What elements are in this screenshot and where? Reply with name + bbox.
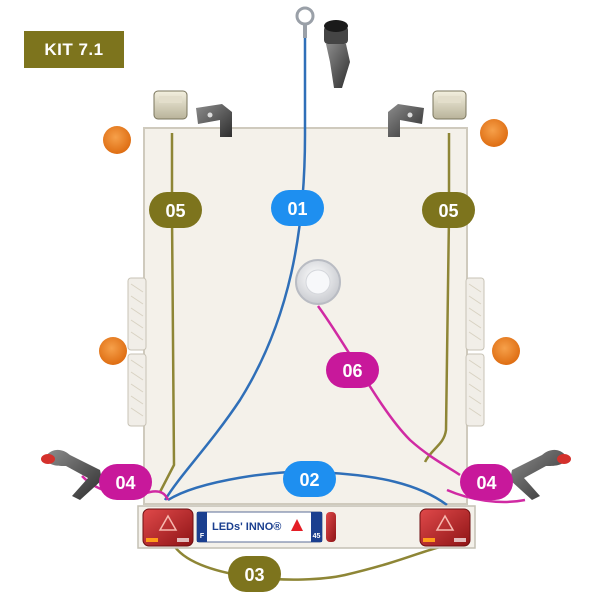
side-marker-lamp-icon bbox=[41, 449, 102, 500]
label-04-left: 04 bbox=[99, 464, 152, 500]
cable-04-right bbox=[446, 488, 526, 504]
cable-05-right bbox=[423, 133, 451, 463]
svg-text:06: 06 bbox=[342, 361, 362, 381]
mounting-bracket-icon bbox=[196, 104, 232, 137]
plate-lamp-icon bbox=[153, 90, 188, 120]
orange-reflector-icon bbox=[103, 126, 131, 154]
svg-text:01: 01 bbox=[287, 199, 307, 219]
plate-lamp-icon bbox=[432, 90, 467, 120]
svg-text:02: 02 bbox=[299, 470, 319, 490]
red-marker-lamp bbox=[326, 512, 336, 542]
plug-connector-icon bbox=[324, 20, 350, 88]
side-marker-lamp-icon bbox=[510, 449, 571, 500]
label-05-left: 05 bbox=[149, 192, 202, 228]
label-05-right: 05 bbox=[422, 192, 475, 228]
svg-text:04: 04 bbox=[115, 473, 135, 493]
orange-reflector-icon bbox=[99, 337, 127, 365]
label-04-right: 04 bbox=[460, 464, 513, 500]
orange-reflector-icon bbox=[480, 119, 508, 147]
label-03: 03 bbox=[228, 556, 281, 592]
rear-combination-lamp-icon bbox=[142, 508, 194, 547]
mounting-bracket-icon bbox=[388, 104, 424, 137]
cable-04-left bbox=[81, 475, 170, 501]
cable-06 bbox=[316, 305, 461, 477]
svg-text:04: 04 bbox=[476, 473, 496, 493]
license-plate: F 45 LEDs' INNO® bbox=[196, 511, 323, 543]
eyelet-icon bbox=[295, 6, 315, 38]
plate-country: F bbox=[200, 533, 205, 540]
right-wheel-fender bbox=[465, 277, 485, 427]
kit-title-badge: KIT 7.1 bbox=[24, 31, 124, 68]
label-02: 02 bbox=[283, 461, 336, 497]
plate-brand: LEDs' INNO® bbox=[212, 521, 281, 533]
orange-reflector-icon bbox=[492, 337, 520, 365]
svg-text:05: 05 bbox=[165, 201, 185, 221]
label-01: 01 bbox=[271, 190, 324, 226]
interior-dome-light-icon bbox=[295, 259, 341, 305]
triangle-warning-icon bbox=[291, 519, 303, 531]
left-wheel-fender bbox=[127, 277, 147, 427]
svg-text:05: 05 bbox=[438, 201, 458, 221]
plate-number: 45 bbox=[313, 533, 321, 540]
rear-combination-lamp-icon bbox=[419, 508, 471, 547]
cable-05-left bbox=[158, 133, 176, 493]
svg-text:03: 03 bbox=[244, 565, 264, 585]
label-06: 06 bbox=[326, 352, 379, 388]
cable-03 bbox=[174, 545, 441, 581]
